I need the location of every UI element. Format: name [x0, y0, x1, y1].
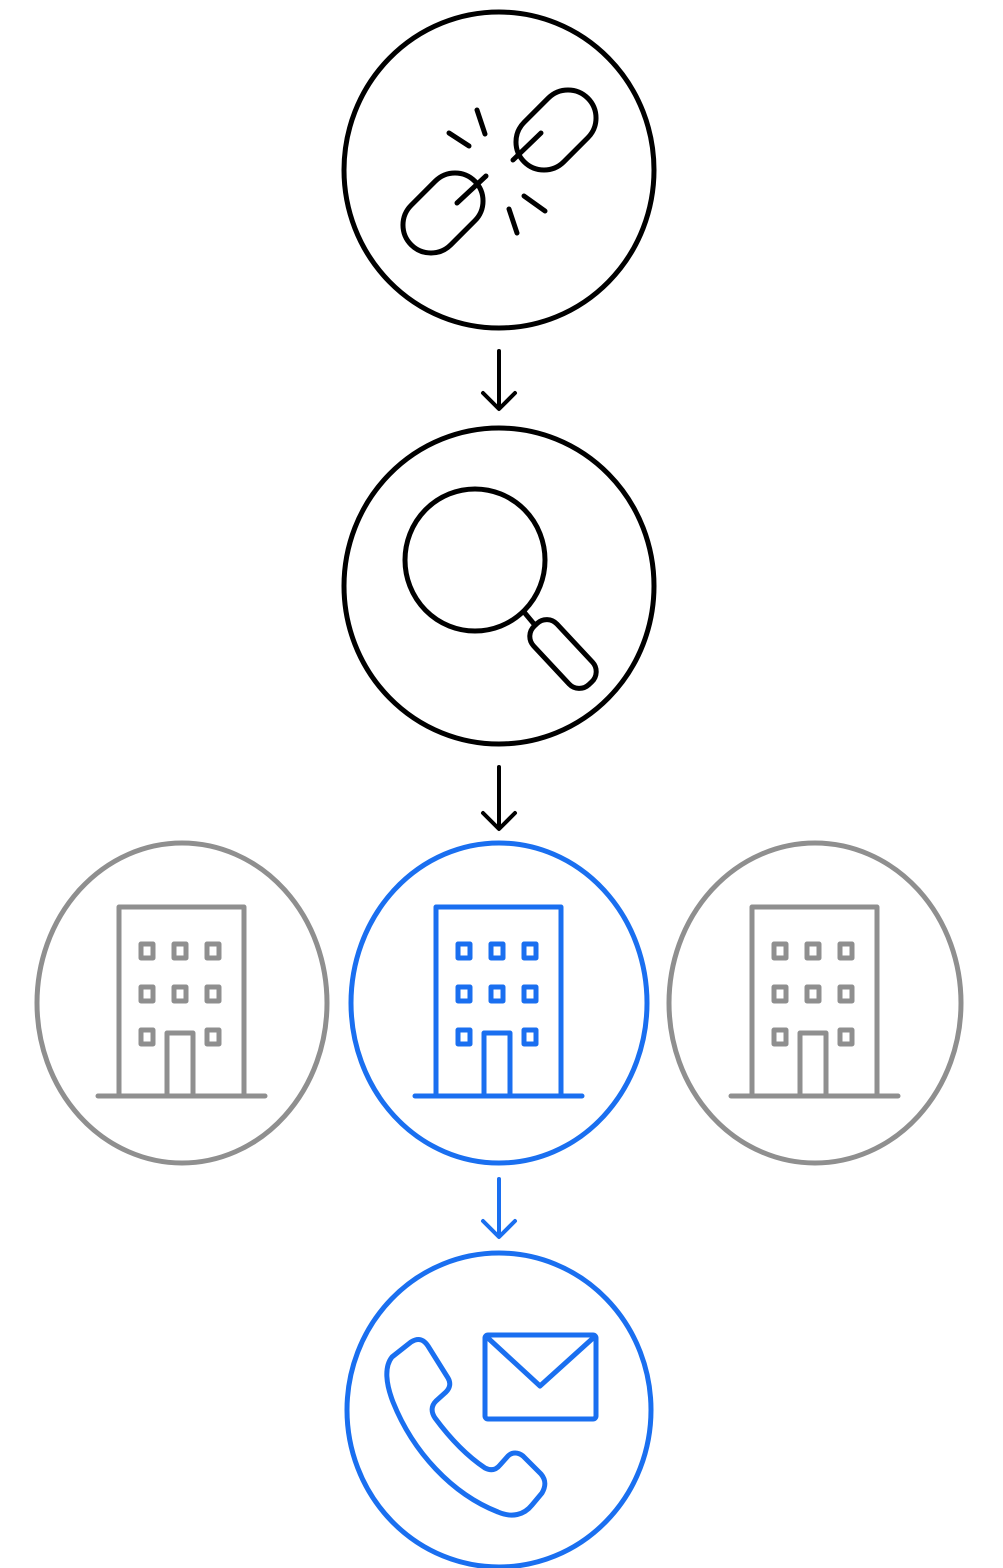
connector-arrow — [481, 765, 517, 831]
envelope-icon — [482, 1332, 599, 1422]
office-building-icon — [728, 904, 901, 1099]
step-contact — [344, 1250, 654, 1568]
step-broken-link — [341, 9, 657, 331]
alternative-company-circle — [34, 840, 330, 1166]
alternative-company-right — [666, 840, 964, 1166]
phone-and-envelope-icon — [384, 1332, 599, 1518]
magnifying-glass-icon — [402, 486, 599, 691]
office-building-icon — [412, 904, 585, 1099]
office-building-icon — [95, 904, 268, 1099]
broken-link-icon — [400, 87, 599, 256]
alternative-company-circle — [666, 840, 964, 1166]
step-search — [341, 425, 657, 747]
connector-arrow — [481, 349, 517, 411]
alternative-company-left — [34, 840, 330, 1166]
step-broken-link-circle — [341, 9, 657, 331]
phone-icon — [384, 1336, 548, 1518]
connector-arrow — [481, 1177, 517, 1239]
step-companies — [34, 840, 964, 1166]
selected-company — [348, 840, 650, 1166]
step-search-circle — [341, 425, 657, 747]
selected-company-circle — [348, 840, 650, 1166]
step-contact-circle — [344, 1250, 654, 1568]
